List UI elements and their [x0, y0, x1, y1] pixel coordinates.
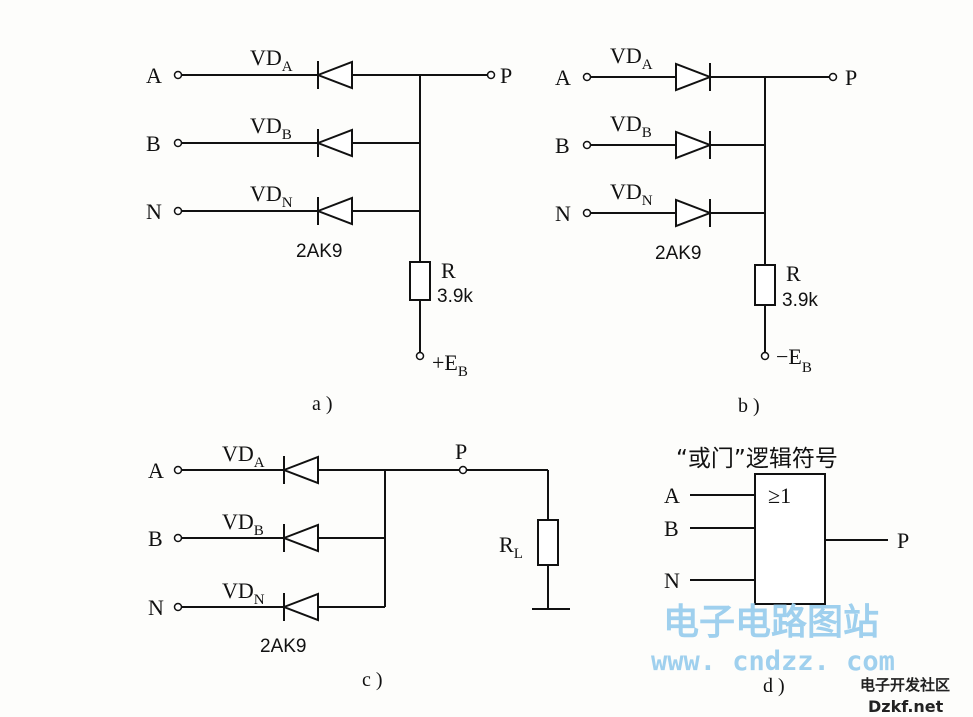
diode-label-vd-n: VDN	[250, 181, 293, 211]
terminal-a	[582, 72, 592, 82]
load-resistor	[537, 519, 559, 566]
diode-type-label: 2AK9	[655, 243, 701, 264]
circuit-a: A B N P VDA VDB VDN 2AK9 R 3.9k +EB a )	[146, 45, 512, 415]
diode-label-vd-a: VDA	[250, 45, 293, 75]
diode-vd-a	[315, 60, 353, 90]
gate-input-b: B	[664, 516, 679, 541]
output-label-p: P	[845, 65, 857, 90]
input-label-n: N	[148, 595, 164, 620]
diode-label-vd-b: VDB	[250, 113, 292, 143]
input-label-a: A	[555, 65, 571, 90]
terminal-p	[458, 465, 468, 475]
diode-vd-b	[315, 128, 353, 158]
resistor-label: R	[441, 258, 456, 283]
supply-label: −EB	[776, 344, 812, 376]
input-label-a: A	[146, 63, 162, 88]
supply-label: +EB	[432, 350, 468, 380]
terminal-a	[173, 465, 183, 475]
resistor-value: 3.9k	[782, 290, 818, 311]
input-label-b: B	[555, 133, 570, 158]
diode-type-label: 2AK9	[296, 241, 342, 262]
terminal-a	[173, 70, 183, 80]
input-label-n: N	[555, 201, 571, 226]
watermark-site-cn: 电子电路图站	[663, 602, 879, 643]
watermarks: 电子电路图站 www. cndzz. com 电子开发社区 Dzkf.net	[651, 602, 950, 716]
output-label-p: P	[455, 439, 467, 464]
caption-a: a )	[312, 393, 333, 415]
diode-type-label: 2AK9	[260, 636, 306, 657]
caption-b: b )	[738, 395, 760, 417]
diode-vd-a	[281, 455, 319, 485]
resistor-value: 3.9k	[437, 286, 473, 307]
input-label-b: B	[146, 131, 161, 156]
diode-vd-b	[281, 523, 319, 553]
watermark-forum-url: Dzkf.net	[868, 697, 944, 716]
caption-d: d )	[763, 675, 785, 697]
input-label-b: B	[148, 526, 163, 551]
diode-label-vd-a: VDA	[610, 43, 653, 73]
gate-label: ≥1	[768, 483, 791, 508]
input-label-a: A	[148, 458, 164, 483]
circuit-b: A B N P VDA VDB VDN 2AK9 R 3.9k −EB b )	[555, 43, 857, 417]
terminal-p	[486, 70, 496, 80]
terminal-n	[173, 206, 183, 216]
gate-wiring	[690, 494, 888, 581]
diode-label-vd-a: VDA	[222, 441, 265, 471]
resistor-r	[409, 261, 431, 301]
diode-label-vd-b: VDB	[610, 111, 652, 141]
diode-vd-n	[675, 198, 713, 228]
symbol-title: “或门”逻辑符号	[676, 446, 838, 472]
watermark-forum-cn: 电子开发社区	[860, 676, 950, 694]
terminal-p	[828, 72, 838, 82]
resistor-r	[754, 264, 776, 306]
input-label-n: N	[146, 199, 162, 224]
gate-input-a: A	[664, 483, 680, 508]
diode-label-vd-b: VDB	[222, 509, 264, 539]
or-gate-symbol: “或门”逻辑符号 ≥1 A B N P d )	[664, 446, 909, 697]
gate-output-p: P	[897, 528, 909, 553]
output-label-p: P	[500, 63, 512, 88]
diode-vd-n	[315, 196, 353, 226]
terminal-n	[582, 208, 592, 218]
gate-input-n: N	[664, 568, 680, 593]
terminal-b	[173, 533, 183, 543]
watermark-site-url: www. cndzz. com	[651, 646, 895, 677]
resistor-label: R	[786, 261, 801, 286]
terminal-supply	[760, 351, 770, 361]
diode-label-vd-n: VDN	[610, 179, 653, 209]
load-label: RL	[499, 532, 523, 562]
diode-vd-a	[675, 62, 713, 92]
diode-label-vd-n: VDN	[222, 578, 265, 608]
terminal-n	[173, 602, 183, 612]
diode-vd-n	[281, 592, 319, 622]
terminal-b	[582, 140, 592, 150]
diode-vd-b	[675, 130, 713, 160]
circuit-c: A B N P VDA VDB VDN 2AK9 RL c )	[148, 439, 570, 691]
caption-c: c )	[362, 669, 383, 691]
terminal-b	[173, 138, 183, 148]
terminal-supply	[415, 351, 425, 361]
